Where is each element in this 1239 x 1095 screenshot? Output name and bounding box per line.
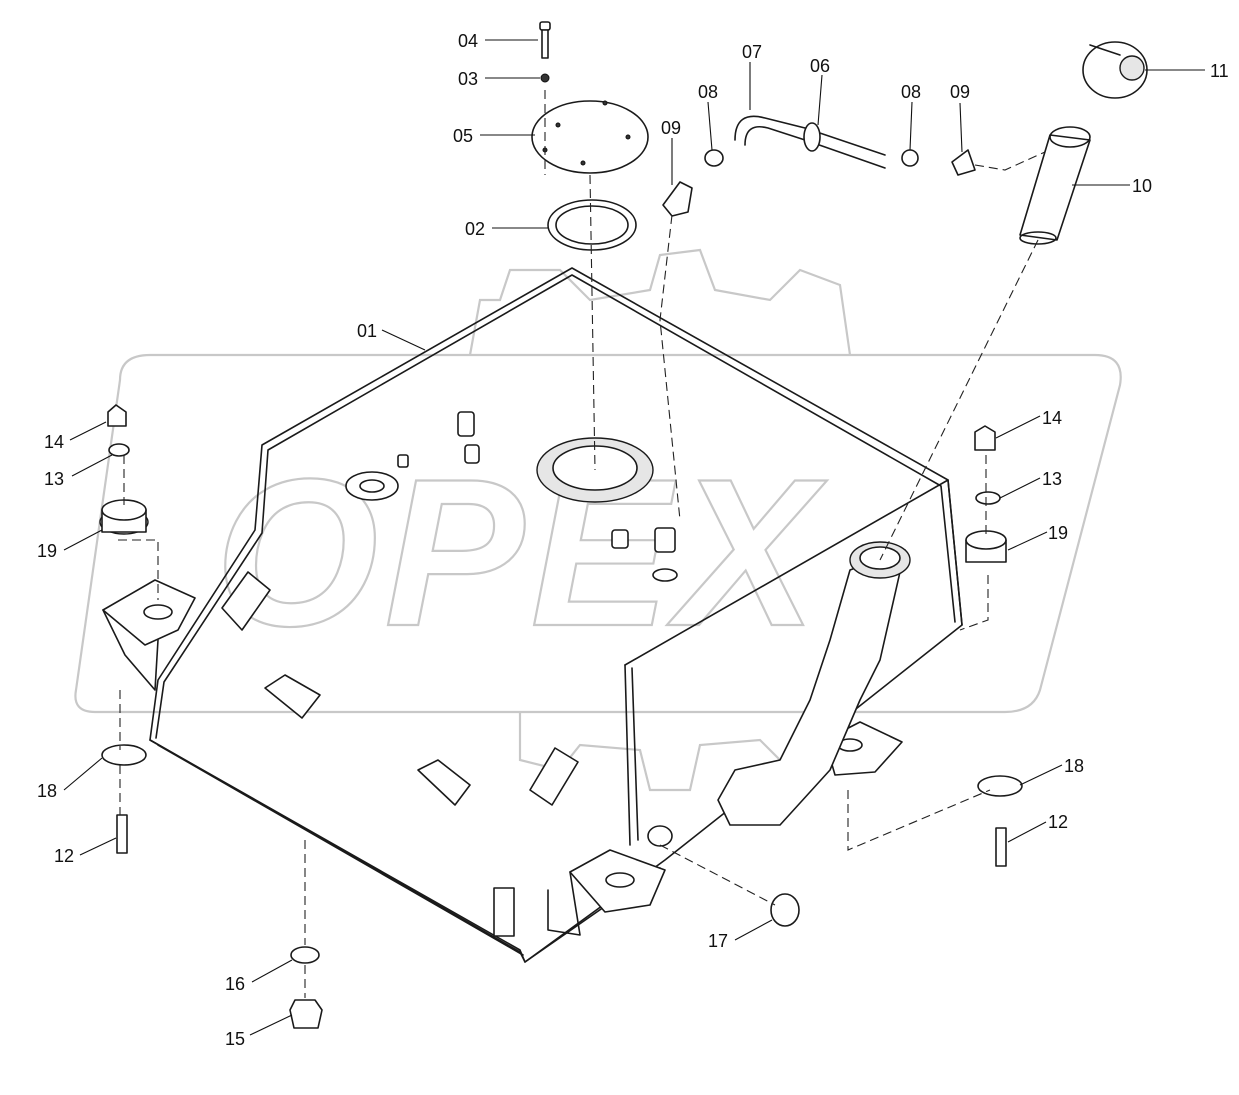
callout-11: 11: [1210, 61, 1229, 81]
mount-left: [99, 404, 149, 854]
callout-07: 07: [742, 42, 762, 62]
callout-12-left: 12: [54, 846, 74, 866]
mount-right: [965, 425, 1023, 867]
callout-labels: 04 03 05 02 01 07 06 08 08 09 09 11 10 1…: [37, 31, 1229, 1049]
filler-cap: [1082, 41, 1148, 99]
callout-19-left: 19: [37, 541, 57, 561]
callout-18-right: 18: [1064, 756, 1084, 776]
hose-assembly: [662, 115, 1046, 217]
callout-15: 15: [225, 1029, 245, 1049]
callout-02: 02: [465, 219, 485, 239]
callout-05: 05: [453, 126, 473, 146]
callout-18-left: 18: [37, 781, 57, 801]
callout-03: 03: [458, 69, 478, 89]
cover-plate: [531, 100, 649, 174]
callout-17: 17: [708, 931, 728, 951]
watermark-logo: OPEX: [74, 248, 1122, 792]
callout-01: 01: [357, 321, 377, 341]
leader-lines: [63, 39, 1205, 1036]
callout-14-right: 14: [1042, 408, 1062, 428]
callout-10: 10: [1132, 176, 1152, 196]
washer-small: [540, 73, 550, 83]
blanking-plug: [770, 893, 800, 927]
callout-06: 06: [810, 56, 830, 76]
center-lines: [118, 90, 1039, 998]
drain-plug: [289, 946, 323, 1029]
callout-12-right: 12: [1048, 812, 1068, 832]
screw: [539, 21, 551, 59]
gasket-ring: [547, 199, 637, 251]
callout-19-right: 19: [1048, 523, 1068, 543]
callout-09-right: 09: [950, 82, 970, 102]
callout-13-left: 13: [44, 469, 64, 489]
callout-04: 04: [458, 31, 478, 51]
filler-tube: [1019, 126, 1091, 245]
callout-13-right: 13: [1042, 469, 1062, 489]
callout-16: 16: [225, 974, 245, 994]
callout-08-left: 08: [698, 82, 718, 102]
callout-09-left: 09: [661, 118, 681, 138]
callout-14-left: 14: [44, 432, 64, 452]
callout-08-right: 08: [901, 82, 921, 102]
watermark-text: OPEX: [215, 435, 827, 670]
